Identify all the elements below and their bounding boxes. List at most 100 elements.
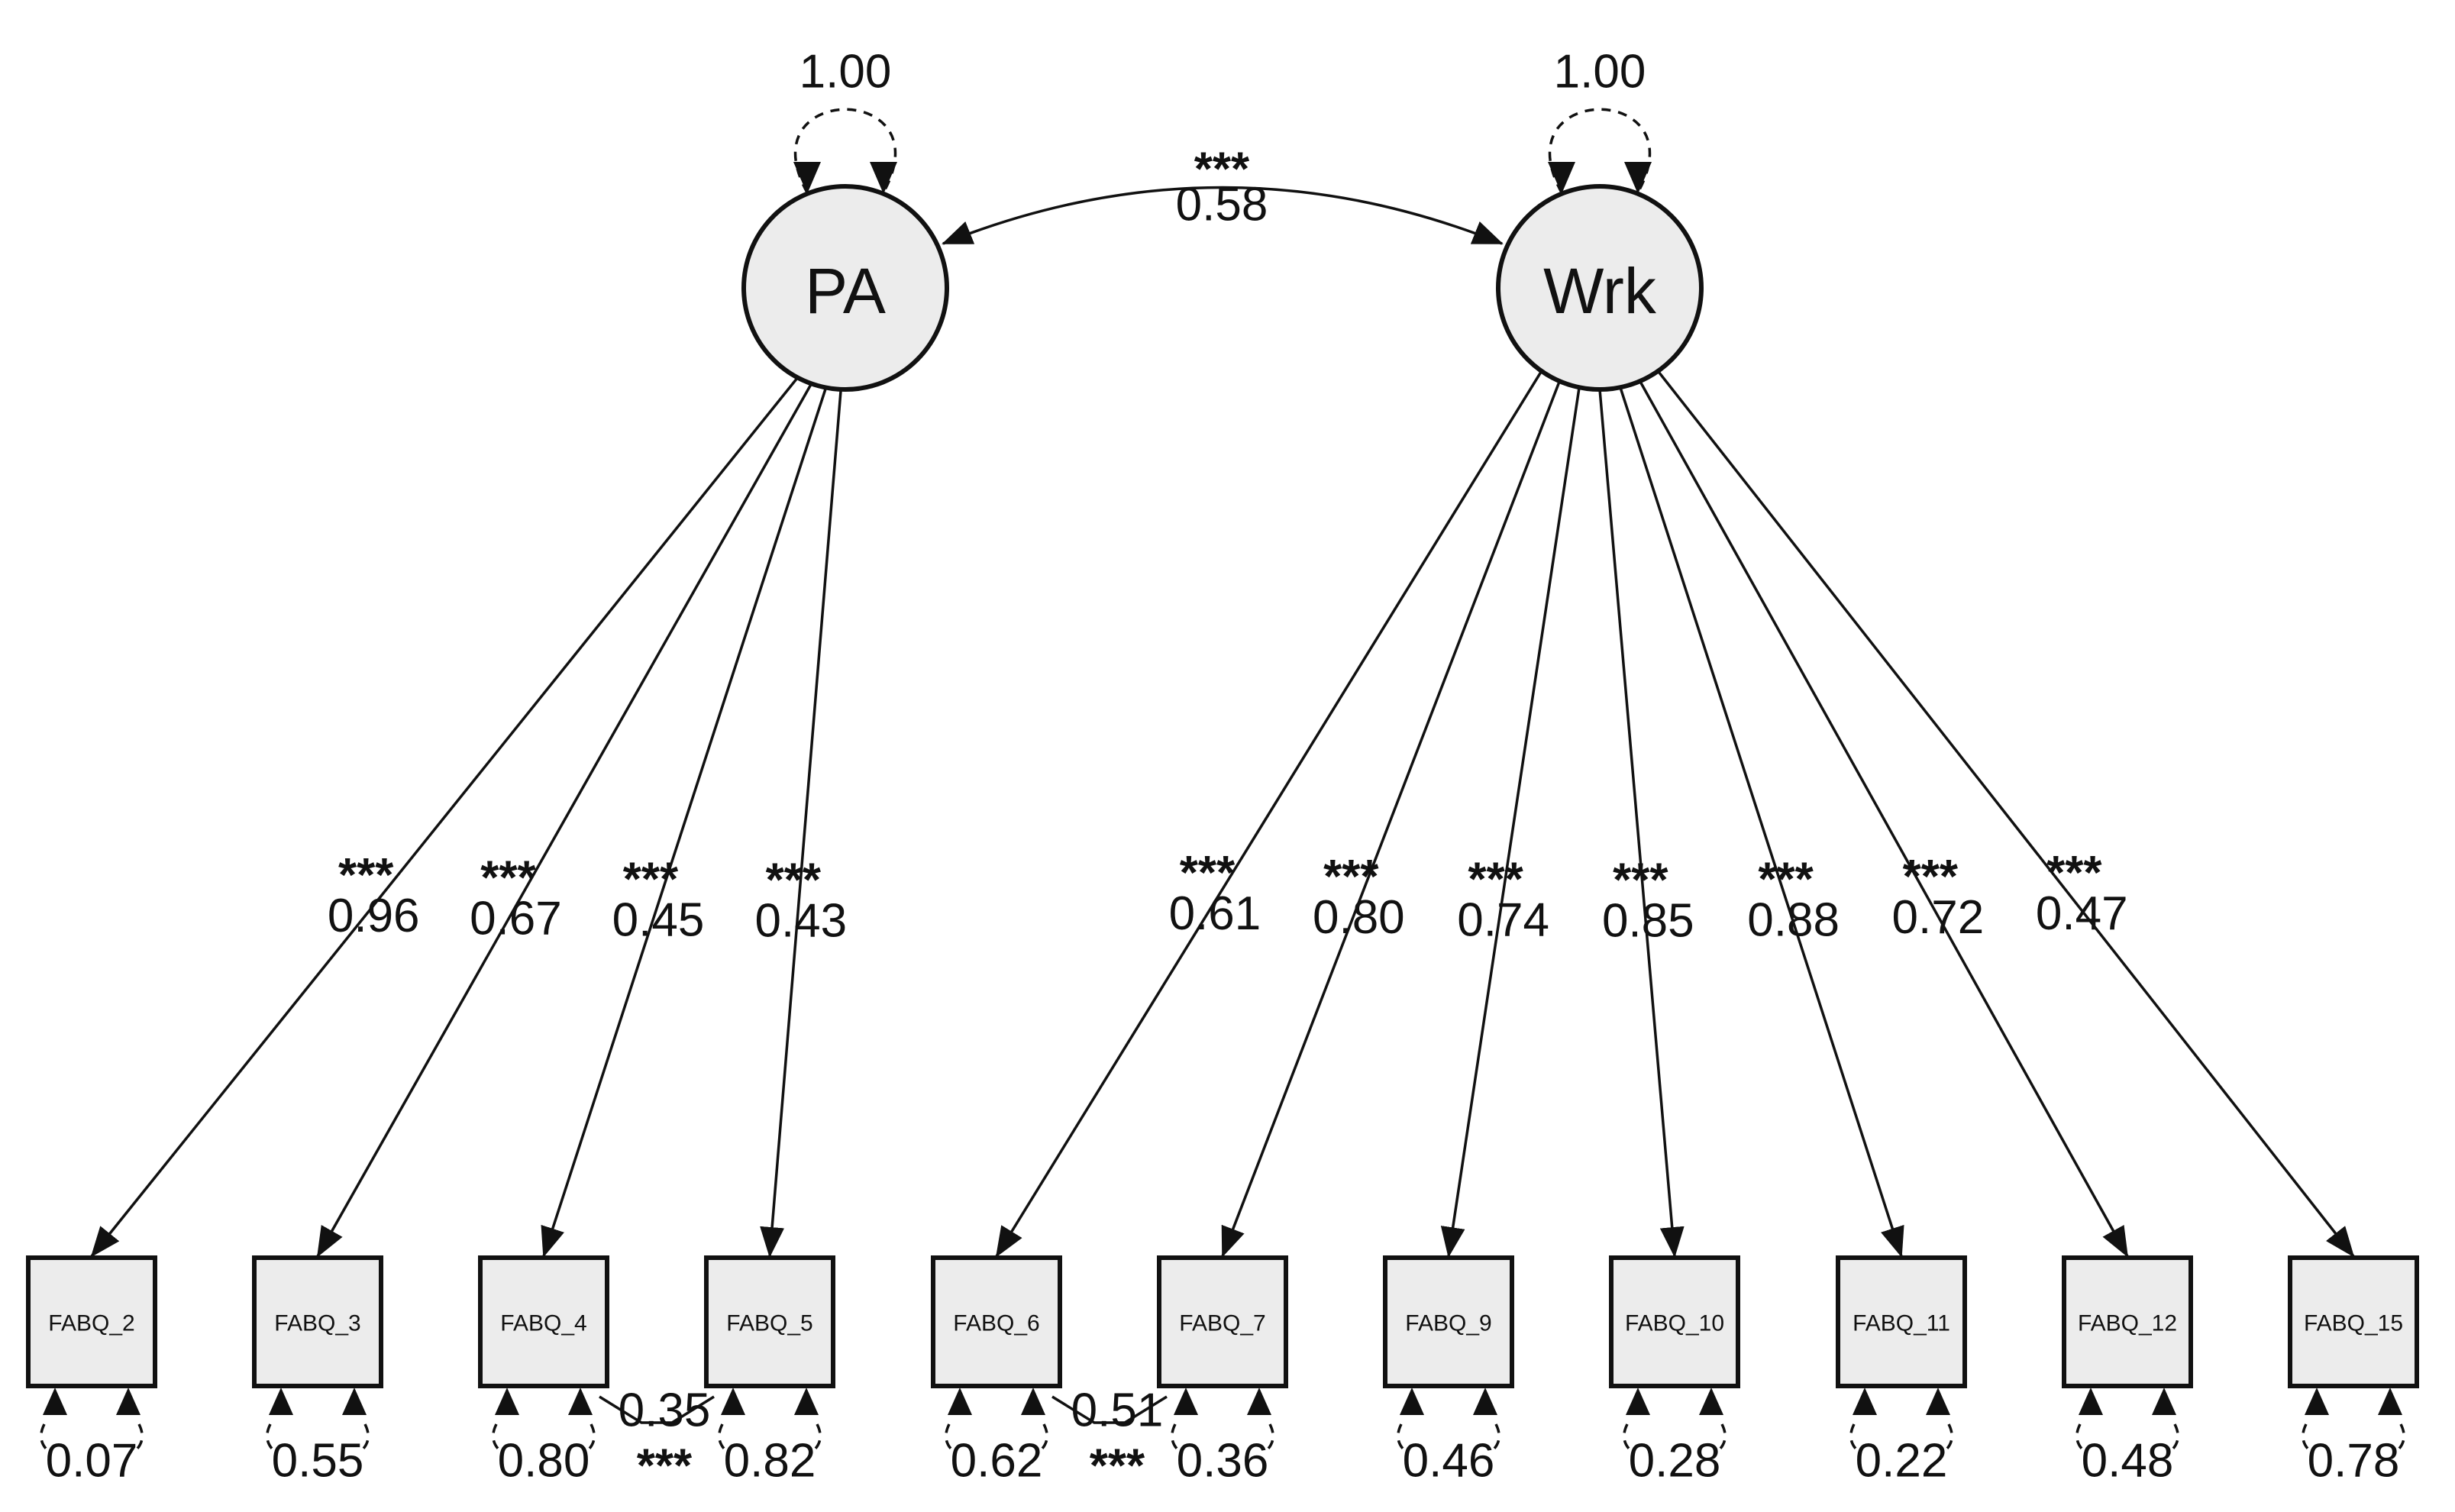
loading-value-fabq_12: 0.72 [1892, 891, 1985, 944]
residual-value-fabq_3: 0.55 [272, 1435, 364, 1488]
residual-arrowhead [342, 1388, 367, 1415]
residual-arrowhead [1021, 1388, 1045, 1415]
covariance-sig: *** [1194, 144, 1250, 196]
loading-sig-fabq_6: *** [1180, 847, 1236, 900]
loading-path-fabq_3 [316, 383, 813, 1258]
residual-loop [360, 1423, 370, 1452]
loading-paths [40, 108, 2405, 1452]
residual-arrowhead [116, 1388, 141, 1415]
residual-cov-value-fabq_6: 0.51 [1071, 1384, 1164, 1437]
loading-path-fabq_9 [1440, 386, 1581, 1258]
residual-arrowhead [1473, 1388, 1497, 1415]
residual-value-fabq_12: 0.48 [2082, 1435, 2174, 1488]
variance-loop-wrk [1548, 108, 1652, 193]
residual-loop [1849, 1423, 1859, 1452]
indicator-label-fabq_4: FABQ_4 [500, 1311, 586, 1336]
residual-arrowhead [1926, 1388, 1950, 1415]
loading-value-fabq_2: 0.96 [328, 890, 420, 942]
indicator-box-fabq_10 [1609, 1255, 1740, 1388]
loading-path-fabq_2 [90, 376, 799, 1258]
indicator-label-fabq_10: FABQ_10 [1625, 1311, 1724, 1336]
indicator-label-fabq_9: FABQ_9 [1405, 1311, 1491, 1336]
indicator-box-fabq_4 [478, 1255, 609, 1388]
residual-loop [1623, 1423, 1632, 1452]
residual-loop [134, 1423, 144, 1452]
loading-sig-fabq_3: *** [480, 851, 536, 904]
residual-arrowhead [1400, 1388, 1424, 1415]
loading-value-fabq_5: 0.43 [754, 894, 847, 947]
residual-loop [40, 1423, 49, 1452]
latent-label-wrk: Wrk [1543, 255, 1657, 327]
residual-loop [1944, 1423, 1953, 1452]
residual-cov-sig-fabq_6: *** [1090, 1440, 1145, 1493]
indicator-box-fabq_6 [931, 1255, 1062, 1388]
residual-value-fabq_4: 0.80 [498, 1435, 590, 1488]
loading-path-fabq_4 [541, 387, 828, 1258]
indicator-box-fabq_11 [1836, 1255, 1967, 1388]
residual-value-fabq_5: 0.82 [724, 1435, 816, 1488]
covariance-value: 0.58 [1176, 179, 1268, 231]
residual-loop [2170, 1423, 2179, 1452]
variance-arrowhead [870, 162, 897, 194]
residual-arrowhead [1699, 1388, 1723, 1415]
loading-value-fabq_4: 0.45 [612, 893, 705, 946]
indicator-box-fabq_12 [2062, 1255, 2193, 1388]
loading-sig-fabq_15: *** [2046, 847, 2102, 900]
loading-sig-fabq_11: *** [1758, 853, 1814, 906]
residual-loop [1265, 1423, 1274, 1452]
indicator-box-fabq_9 [1383, 1255, 1514, 1388]
residual-covariance-fabq_6-fabq_7 [1051, 1395, 1168, 1424]
indicator-label-fabq_6: FABQ_6 [953, 1311, 1039, 1336]
indicator-label-fabq_7: FABQ_7 [1179, 1311, 1265, 1336]
indicator-box-fabq_15 [2288, 1255, 2419, 1388]
residual-loop [266, 1423, 275, 1452]
residual-loop [2396, 1423, 2405, 1452]
loading-sig-fabq_10: *** [1613, 854, 1668, 906]
loading-path-fabq_11 [1619, 386, 1904, 1258]
residual-cov-sig-fabq_4: *** [637, 1440, 693, 1493]
loading-path-fabq_5 [760, 389, 842, 1258]
residual-value-fabq_7: 0.36 [1177, 1435, 1269, 1488]
residual-value-fabq_10: 0.28 [1629, 1435, 1721, 1488]
residual-loop [1717, 1423, 1727, 1452]
indicator-label-fabq_15: FABQ_15 [2304, 1311, 2403, 1336]
loading-sig-fabq_4: *** [623, 853, 679, 906]
indicator-box-fabq_5 [704, 1255, 835, 1388]
loading-sig-fabq_12: *** [1903, 851, 1959, 903]
residual-loop [945, 1423, 954, 1452]
loading-sig-fabq_7: *** [1323, 851, 1379, 903]
residual-arrowhead [2305, 1388, 2329, 1415]
loading-path-fabq_7 [1221, 380, 1561, 1258]
residual-loop [2302, 1423, 2311, 1452]
residual-value-fabq_11: 0.22 [1856, 1435, 1948, 1488]
loading-value-fabq_7: 0.80 [1313, 891, 1405, 944]
indicator-label-fabq_2: FABQ_2 [48, 1311, 134, 1336]
loading-value-fabq_15: 0.47 [2036, 887, 2128, 940]
loading-value-fabq_10: 0.85 [1602, 894, 1694, 947]
residual-loop [718, 1423, 727, 1452]
loading-sig-fabq_2: *** [338, 849, 394, 902]
latent-label-pa: PA [805, 255, 886, 327]
residual-arrowhead [794, 1388, 819, 1415]
loading-path-fabq_15 [1656, 370, 2355, 1258]
residual-cov-value-fabq_4: 0.35 [619, 1384, 711, 1437]
latent-variance-pa: 1.00 [799, 46, 892, 99]
residual-arrowhead [43, 1388, 67, 1415]
loading-value-fabq_3: 0.67 [470, 892, 562, 945]
residual-arrowhead [2378, 1388, 2402, 1415]
residual-arrowhead [568, 1388, 593, 1415]
residual-value-fabq_2: 0.07 [46, 1435, 138, 1488]
covariance-arc [942, 186, 1504, 245]
indicator-label-fabq_3: FABQ_3 [274, 1311, 360, 1336]
variance-arrowhead [1624, 162, 1652, 194]
residual-loop [1039, 1423, 1048, 1452]
residual-loop [1171, 1423, 1180, 1452]
residual-loop [812, 1423, 822, 1452]
residual-value-fabq_15: 0.78 [2308, 1435, 2400, 1488]
residual-arrowhead [1247, 1388, 1271, 1415]
residual-loop [1397, 1423, 1406, 1452]
variance-loop-pa [793, 108, 897, 193]
residual-value-fabq_6: 0.62 [951, 1435, 1043, 1488]
indicator-box-fabq_7 [1157, 1255, 1288, 1388]
variance-arrowhead [1548, 162, 1575, 194]
